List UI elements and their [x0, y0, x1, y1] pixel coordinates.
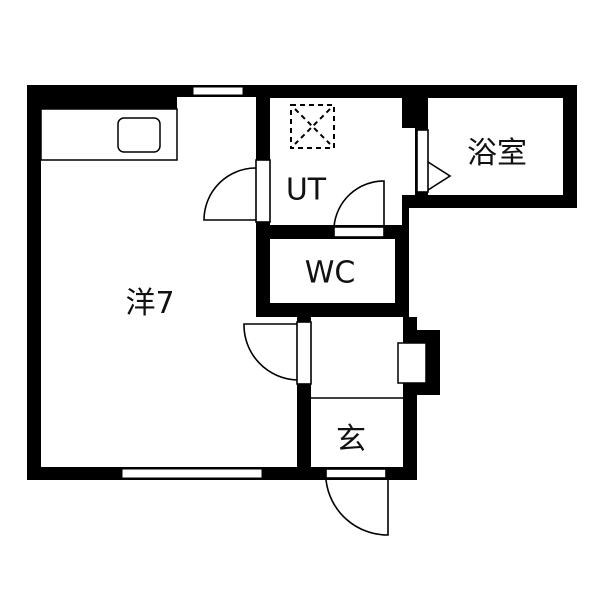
sink-icon	[117, 117, 161, 153]
windows	[121, 86, 263, 479]
room-label-entrance: 玄	[336, 422, 366, 457]
room-label-bathroom: 浴室	[467, 136, 527, 171]
doors[interactable]	[203, 129, 452, 536]
kitchen-counter	[40, 108, 178, 161]
room-label-western: 洋7	[125, 286, 175, 321]
room-label-toilet: WC	[304, 255, 356, 291]
room-label-utility: UT	[285, 172, 327, 208]
washing-machine-icon	[290, 104, 335, 149]
window-top	[192, 86, 244, 96]
window-bottom	[121, 468, 263, 479]
